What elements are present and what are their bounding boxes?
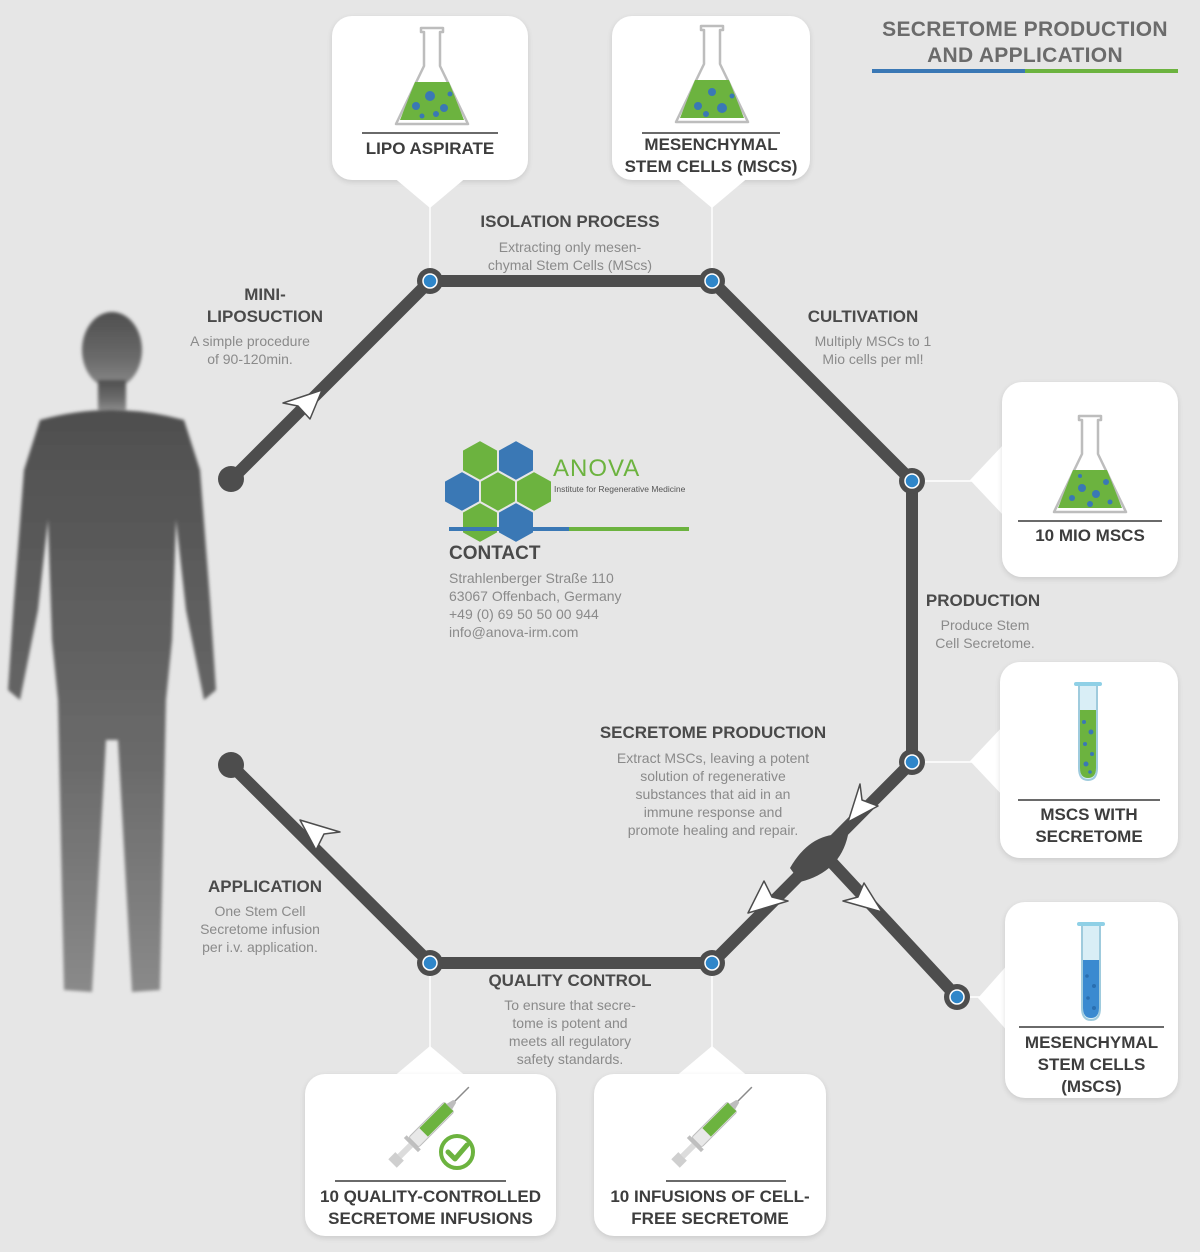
checkmark-badge-icon bbox=[439, 1134, 475, 1170]
direction-arrows bbox=[282, 389, 883, 914]
syringe-icon bbox=[388, 1086, 470, 1168]
step-production-heading: PRODUCTION bbox=[925, 591, 1041, 610]
contact-city: 63067 Offenbach, Germany bbox=[449, 588, 622, 604]
flask-icon bbox=[1052, 414, 1128, 514]
node-quality-start bbox=[417, 950, 443, 976]
step-quality-control-heading: QUALITY CONTROL bbox=[488, 971, 652, 990]
step-isolation-heading: ISOLATION PROCESS bbox=[480, 212, 660, 231]
contact-phone: +49 (0) 69 50 50 00 944 bbox=[449, 606, 599, 622]
arrow-application-icon bbox=[299, 819, 341, 851]
step-production-text: Produce Stem Cell Secretome. bbox=[935, 617, 1035, 651]
tube-icon bbox=[1077, 922, 1105, 1022]
flask-icon bbox=[394, 26, 470, 126]
brand-name: ANOVA bbox=[553, 455, 641, 482]
card-ten-mio-mscs: 10 MIO MSCS bbox=[1002, 382, 1178, 577]
human-silhouette bbox=[8, 312, 216, 992]
step-application-text: One Stem Cell Secretome infusion per i.v… bbox=[200, 903, 320, 955]
card-lipo-aspirate: LIPO ASPIRATE bbox=[332, 16, 528, 180]
card-cellfree-infusions-label: 10 INFUSIONS OF CELL- FREE SECRETOME bbox=[610, 1187, 810, 1228]
card-mscs-top: MESENCHYMAL STEM CELLS (MSCS) bbox=[612, 16, 810, 180]
step-cultivation-heading: CULTIVATION bbox=[807, 307, 919, 326]
step-isolation-text: Extracting only mesen- chymal Stem Cells… bbox=[487, 239, 653, 273]
card-mscs-with-secretome: MSCS WITH SECRETOME bbox=[1000, 662, 1178, 858]
card-mscs-with-secretome-label: MSCS WITH SECRETOME bbox=[1035, 805, 1143, 846]
process-track bbox=[227, 275, 963, 1003]
contact-street: Strahlenberger Straße 110 bbox=[449, 570, 614, 586]
node-production bbox=[899, 749, 925, 775]
step-application-heading: APPLICATION bbox=[208, 877, 322, 896]
brand-subtitle: Institute for Regenerative Medicine bbox=[554, 484, 686, 494]
card-qc-infusions: 10 QUALITY-CONTROLLED SECRETOME INFUSION… bbox=[305, 1074, 556, 1236]
arrow-liposuction-icon bbox=[282, 389, 323, 420]
card-ten-mio-mscs-label: 10 MIO MSCS bbox=[1035, 526, 1145, 545]
arrow-mscs-branch-icon bbox=[842, 882, 883, 913]
syringe-icon bbox=[671, 1086, 753, 1168]
tube-icon bbox=[1074, 682, 1102, 782]
card-pointer bbox=[392, 176, 468, 208]
step-cultivation-text: Multiply MSCs to 1 Mio cells per ml! bbox=[814, 333, 932, 367]
step-mini-liposuction-text: A simple procedure of 90-120min. bbox=[190, 333, 310, 367]
node-isolation-end bbox=[699, 268, 725, 294]
card-pointer bbox=[392, 1046, 468, 1078]
step-mini-liposuction-heading: MINI- LIPOSUCTION bbox=[206, 285, 324, 326]
node-isolation-start bbox=[417, 268, 443, 294]
arrow-quality-icon bbox=[747, 880, 789, 914]
page-title: SECRETOME PRODUCTION AND APPLICATION bbox=[882, 18, 1168, 67]
contact-heading: CONTACT bbox=[449, 543, 541, 564]
contact-email[interactable]: info@anova-irm.com bbox=[449, 624, 579, 640]
track-end-bottom bbox=[218, 752, 244, 778]
card-cellfree-infusions: 10 INFUSIONS OF CELL- FREE SECRETOME bbox=[594, 1074, 826, 1236]
node-mscs-branch bbox=[944, 984, 970, 1010]
node-quality-end bbox=[699, 950, 725, 976]
card-qc-infusions-label: 10 QUALITY-CONTROLLED SECRETOME INFUSION… bbox=[319, 1187, 541, 1228]
card-mscs-right-label: MESENCHYMAL STEM CELLS (MSCS) bbox=[1024, 1033, 1159, 1096]
card-pointer bbox=[674, 176, 750, 208]
brand-underline bbox=[449, 527, 689, 531]
node-cultivation bbox=[899, 468, 925, 494]
card-mscs-top-label: MESENCHYMAL STEM CELLS (MSCS) bbox=[624, 135, 798, 176]
track-junction bbox=[790, 834, 848, 882]
step-quality-control-text: To ensure that secre- tome is potent and… bbox=[504, 997, 636, 1067]
card-pointer bbox=[674, 1046, 750, 1078]
step-secretome-production-text: Extract MSCs, leaving a potent solution … bbox=[616, 750, 810, 838]
card-pointer bbox=[978, 962, 1010, 1034]
title-underline bbox=[872, 69, 1178, 73]
step-secretome-production-heading: SECRETOME PRODUCTION bbox=[599, 723, 827, 742]
card-pointer bbox=[970, 725, 1004, 797]
track-end-top bbox=[218, 466, 244, 492]
flask-icon bbox=[674, 24, 750, 124]
card-lipo-aspirate-label: LIPO ASPIRATE bbox=[365, 139, 495, 158]
card-mscs-right: MESENCHYMAL STEM CELLS (MSCS) bbox=[1005, 902, 1178, 1098]
process-nodes bbox=[417, 268, 970, 1010]
card-pointer bbox=[970, 444, 1004, 516]
anova-logo-icon bbox=[443, 438, 553, 545]
arrow-secretome-icon bbox=[847, 783, 879, 823]
